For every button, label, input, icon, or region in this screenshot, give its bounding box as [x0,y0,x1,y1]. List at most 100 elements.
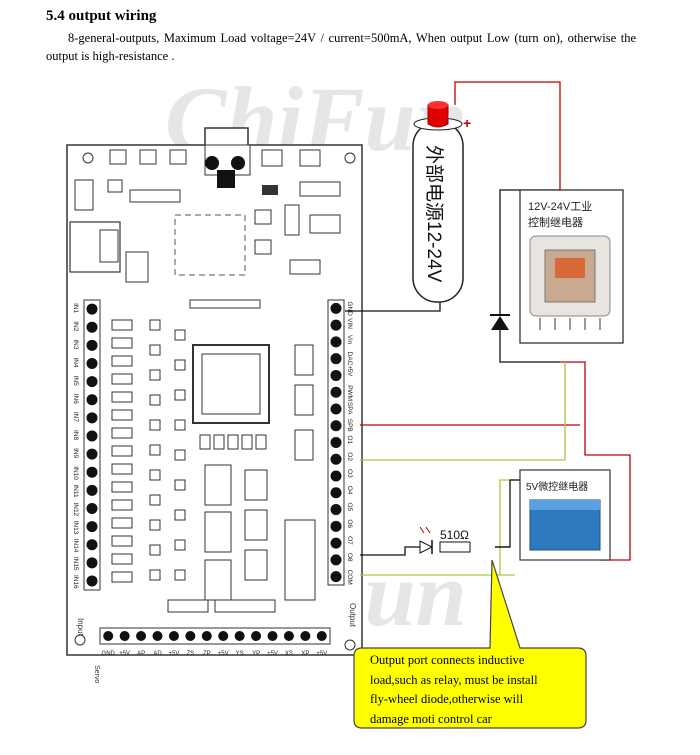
input-terminal-screw [86,521,98,533]
servo-terminal-label: YP [252,651,260,657]
output-terminal-screw [330,437,342,448]
output-terminal-label: O8 [346,553,353,562]
callout-line-3: fly-wheel diode,otherwise will [370,692,524,706]
led-wire-left [360,546,420,556]
servo-group-label: Servo [93,665,100,683]
control-board: IN1IN2IN3IN4IN5IN6IN7IN8IN9IN10IN11IN12I… [66,127,363,683]
output-terminal-label: O1 [346,436,353,445]
red-wire-positive [454,81,561,190]
servo-terminal-screw [119,631,130,641]
servo-terminal-label: YS [236,651,244,657]
servo-terminal-label: +5V [316,651,327,657]
servo-terminal-label: GND [102,651,116,657]
servo-terminal-label: ZS [187,651,195,657]
callout-line-1: Output port connects inductive [370,653,525,667]
callout-line-2: load,such as relay, must be install [370,672,538,687]
output-terminal-screw [330,353,342,365]
servo-terminal-screw [103,631,114,641]
input-terminal-screw [86,376,98,388]
input-terminal-label: IN9 [72,448,79,459]
input-terminal-screw [86,430,98,442]
output-terminal-label: O5 [346,503,353,512]
output-terminal-screw [330,520,342,532]
input-terminal-label: IN8 [72,430,79,441]
servo-terminal-label: AD [153,651,162,657]
servo-terminal-screw [201,631,212,641]
input-terminal-screw [86,394,98,406]
servo-terminal-label: XP [301,651,309,657]
callout-line-4: damage moti control car [370,711,492,726]
output-terminal-label: O3 [346,469,353,478]
output-terminal-screw [330,403,342,415]
input-terminal-label: IN5 [72,376,79,387]
servo-terminal-screw [251,631,262,641]
output-terminal-label: O2 [346,452,353,461]
output-terminal-label: VIN [346,318,353,329]
servo-terminal-label: +5V [119,651,130,657]
output-terminal-screw [330,369,342,381]
output-terminal-screw [330,571,342,583]
wiring [345,81,631,576]
input-terminal-screw [86,412,98,424]
input-terminal-label: IN11 [72,484,79,498]
output-terminal-label: GND [346,301,353,316]
input-terminal-screw [86,448,98,460]
input-terminal-screw [86,484,98,496]
servo-terminal-screw [218,631,229,641]
diode-wire-bottom [499,330,560,363]
input-terminal-label: IN1 [72,303,79,314]
output-terminal-block [327,299,345,586]
input-terminal-label: IN7 [72,412,79,423]
relay-5v-label: 5V微控继电器 [526,480,588,493]
servo-terminal-screw [234,631,245,641]
servo-terminal-screw [152,631,163,641]
servo-terminal-label: AP [137,651,145,657]
led-wire-right [495,479,520,548]
input-group-label: Input [76,618,85,637]
servo-terminal-label: +5V [218,651,229,657]
industrial-relay-box: 12V-24V工业 控制继电器 [519,189,624,344]
input-terminal-label: IN14 [72,539,79,553]
input-terminal-screw [86,539,98,551]
output-terminal-screw [330,504,342,516]
flywheel-diode [490,305,510,330]
input-terminal-label: IN15 [72,557,79,571]
input-terminal-labels: IN1IN2IN3IN4IN5IN6IN7IN8IN9IN10IN11IN12I… [72,303,79,589]
servo-terminal-label: +5V [267,651,278,657]
servo-terminal-label: ZP [203,651,211,657]
green-wire-1 [360,362,566,461]
input-terminal-label: IN13 [72,521,79,535]
red-wire-5v-relay [560,361,590,456]
power-supply-label: 外部电源12-24V [423,145,445,283]
input-terminal-screw [86,321,98,333]
input-terminal-label: IN2 [72,321,79,332]
servo-terminal-screw [283,631,294,641]
input-terminal-screw [86,357,98,369]
output-terminal-screw [330,487,342,499]
led-indicator [419,526,434,554]
micro-relay-box: 5V微控继电器 [519,469,611,561]
input-terminal-block [83,299,101,591]
warning-callout [353,559,587,729]
servo-terminal-screw [267,631,278,641]
output-terminal-label: COM [346,570,353,585]
output-terminal-screw [330,319,342,331]
input-terminal-label: IN12 [72,502,79,516]
output-terminal-screw [330,386,342,398]
input-terminal-screw [86,557,98,569]
servo-terminal-screw [300,631,311,641]
input-terminal-label: IN6 [72,394,79,405]
output-group-label: Output [348,603,357,628]
section-description: 8-general-outputs, Maximum Load voltage=… [46,31,636,63]
output-terminal-label: Vin [346,335,353,345]
input-terminal-label: IN4 [72,357,79,368]
output-terminal-screw [330,470,342,482]
resistor-510: 510Ω [439,528,471,553]
positive-terminal-label: + [463,115,471,131]
relay-12v-label-1: 12V-24V工业 [528,200,592,213]
output-terminal-screw [330,302,342,314]
red-wire-5v-relay-out [590,454,631,561]
output-terminal-labels: GNDVINVinDAC+5VPWMSPASPBO1O2O3O4O5O6O7O8… [346,301,353,584]
input-terminal-label: IN10 [72,466,79,480]
